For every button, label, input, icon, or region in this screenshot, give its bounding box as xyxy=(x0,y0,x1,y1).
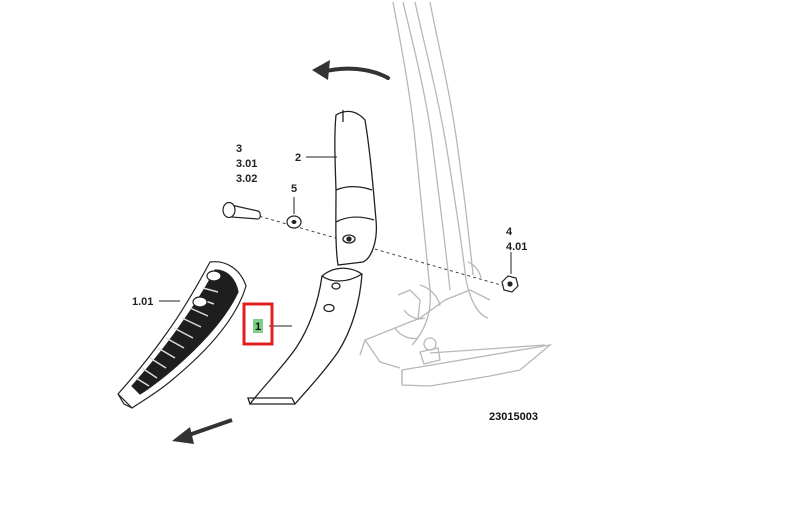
part-1-01-hardened-plate xyxy=(117,261,247,409)
callout-2: 2 xyxy=(295,152,301,164)
callout-1-01: 1.01 xyxy=(132,296,153,308)
diagram-reference-number: 23015003 xyxy=(489,411,538,423)
direction-arrow-icon xyxy=(172,418,233,444)
callout-3-02: 3.02 xyxy=(236,173,257,185)
part-5-washer xyxy=(286,215,302,229)
part-1-highlight-fill xyxy=(253,319,263,333)
callout-4: 4 xyxy=(506,226,513,238)
callout-3: 3 xyxy=(236,143,242,155)
callout-4-01: 4.01 xyxy=(506,241,527,253)
shank-frame xyxy=(359,1,553,387)
part-1-highlight-box xyxy=(242,302,274,346)
part-1-lower-plate xyxy=(247,267,363,405)
rotation-arrow-icon xyxy=(312,60,390,80)
callout-5: 5 xyxy=(291,183,297,195)
part-4-nut xyxy=(501,275,519,293)
callout-3-01: 3.01 xyxy=(236,158,257,170)
callout-1: 1 xyxy=(255,321,261,333)
part-3-bolt xyxy=(222,201,261,220)
part-2-upper-plate xyxy=(334,110,378,266)
